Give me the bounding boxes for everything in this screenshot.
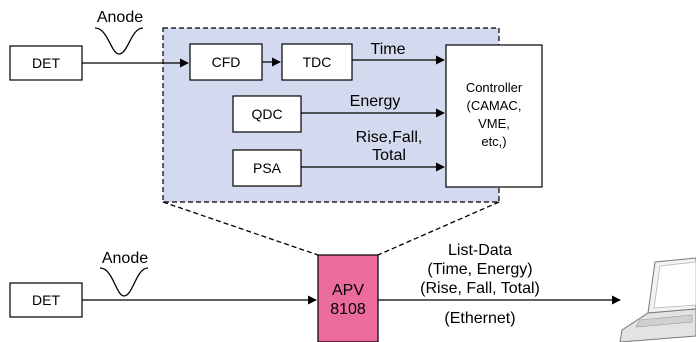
cfd-label: CFD [212,54,241,70]
psa-box [232,149,302,187]
list-data-label-2: (Time, Energy) [427,261,532,278]
controller-label-3: VME, [478,116,510,131]
zoom-line-right [377,201,500,256]
zoom-line-left [162,201,319,256]
controller-label-2: (CAMAC, [467,98,522,113]
psa-label: PSA [253,160,282,176]
apv-label-1: APV [332,282,364,299]
time-label: Time [371,41,406,58]
list-data-label-1: List-Data [448,242,512,259]
apv-label-2: 8108 [330,301,366,318]
laptop-icon [619,257,696,342]
rise-fall-label-1: Rise,Fall, [356,129,423,146]
qdc-label: QDC [251,106,282,122]
qdc-box [232,95,302,133]
det-box-lower [9,282,83,318]
anode-pulse-upper [94,27,144,55]
apv-box [317,254,379,342]
energy-label: Energy [350,93,401,110]
rise-fall-label-2: Total [372,147,406,164]
controller-label-1: Controller [466,80,523,95]
controller-box [445,44,543,188]
controller-label-4: etc,) [481,134,506,149]
anode-label-lower: Anode [102,250,148,267]
anode-label-upper: Anode [97,9,143,26]
det-box-upper [9,45,83,81]
ethernet-label: (Ethernet) [444,310,515,327]
tdc-box [281,43,353,81]
det-label-upper: DET [32,55,60,71]
det-label-lower: DET [32,292,60,308]
anode-pulse-lower [99,267,149,297]
list-data-label-3: (Rise, Fall, Total) [420,280,540,297]
tdc-label: TDC [303,54,332,70]
